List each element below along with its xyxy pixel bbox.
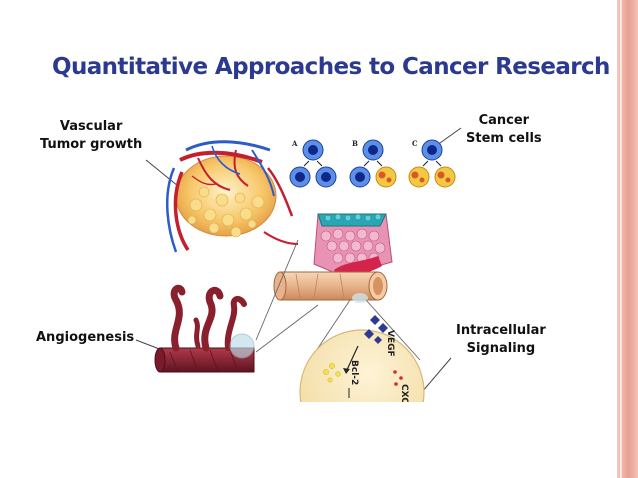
right-decorative-strip xyxy=(617,0,638,478)
label-cancer-line1: Cancer xyxy=(478,113,530,128)
panel-a xyxy=(289,139,337,188)
signaling-cell: VEGF Bcl-2 CXCL xyxy=(299,315,425,410)
strip-edge xyxy=(620,0,622,478)
label-intracellular-signaling: Intracellular Signaling xyxy=(456,322,546,358)
pointer-line-vascular xyxy=(145,159,179,187)
label-cancer-stem-cells: Cancer Stem cells xyxy=(466,112,542,148)
label-vascular-tumor-growth: Vascular Tumor growth xyxy=(40,118,142,154)
pointer-line-signaling xyxy=(421,357,452,393)
tumor-tissue-block xyxy=(313,213,393,277)
yellow-signal-dots xyxy=(323,363,341,383)
blood-vessel-tube xyxy=(273,271,388,303)
panel-letter-c: C xyxy=(412,139,418,148)
pointer-line-angiogenesis xyxy=(135,339,163,351)
panel-b xyxy=(349,139,397,188)
vascular-tumor-illustration xyxy=(165,140,299,253)
label-intracellular-line1: Intracellular xyxy=(456,323,546,338)
label-vascular-line2: Tumor growth xyxy=(40,137,143,152)
label-cancer-line2: Stem cells xyxy=(466,131,542,146)
panel-c xyxy=(408,139,456,188)
label-intracellular-line2: Signaling xyxy=(466,341,536,356)
vegf-molecules xyxy=(364,315,388,344)
bcl2-label: Bcl-2 xyxy=(349,360,359,385)
red-signal-dots xyxy=(393,370,403,386)
angiogenesis-illustration xyxy=(154,284,255,373)
slide-title: Quantitative Approaches to Cancer Resear… xyxy=(52,54,610,80)
cxcl-label: CXCL xyxy=(399,384,409,410)
stem-cell-panels: A B C xyxy=(289,139,456,188)
panel-letter-a: A xyxy=(291,139,298,148)
panel-letter-b: B xyxy=(352,139,358,148)
vegf-label: VEGF xyxy=(385,330,395,357)
label-angiogenesis: Angiogenesis xyxy=(36,330,135,345)
label-vascular-line1: Vascular xyxy=(59,119,123,134)
